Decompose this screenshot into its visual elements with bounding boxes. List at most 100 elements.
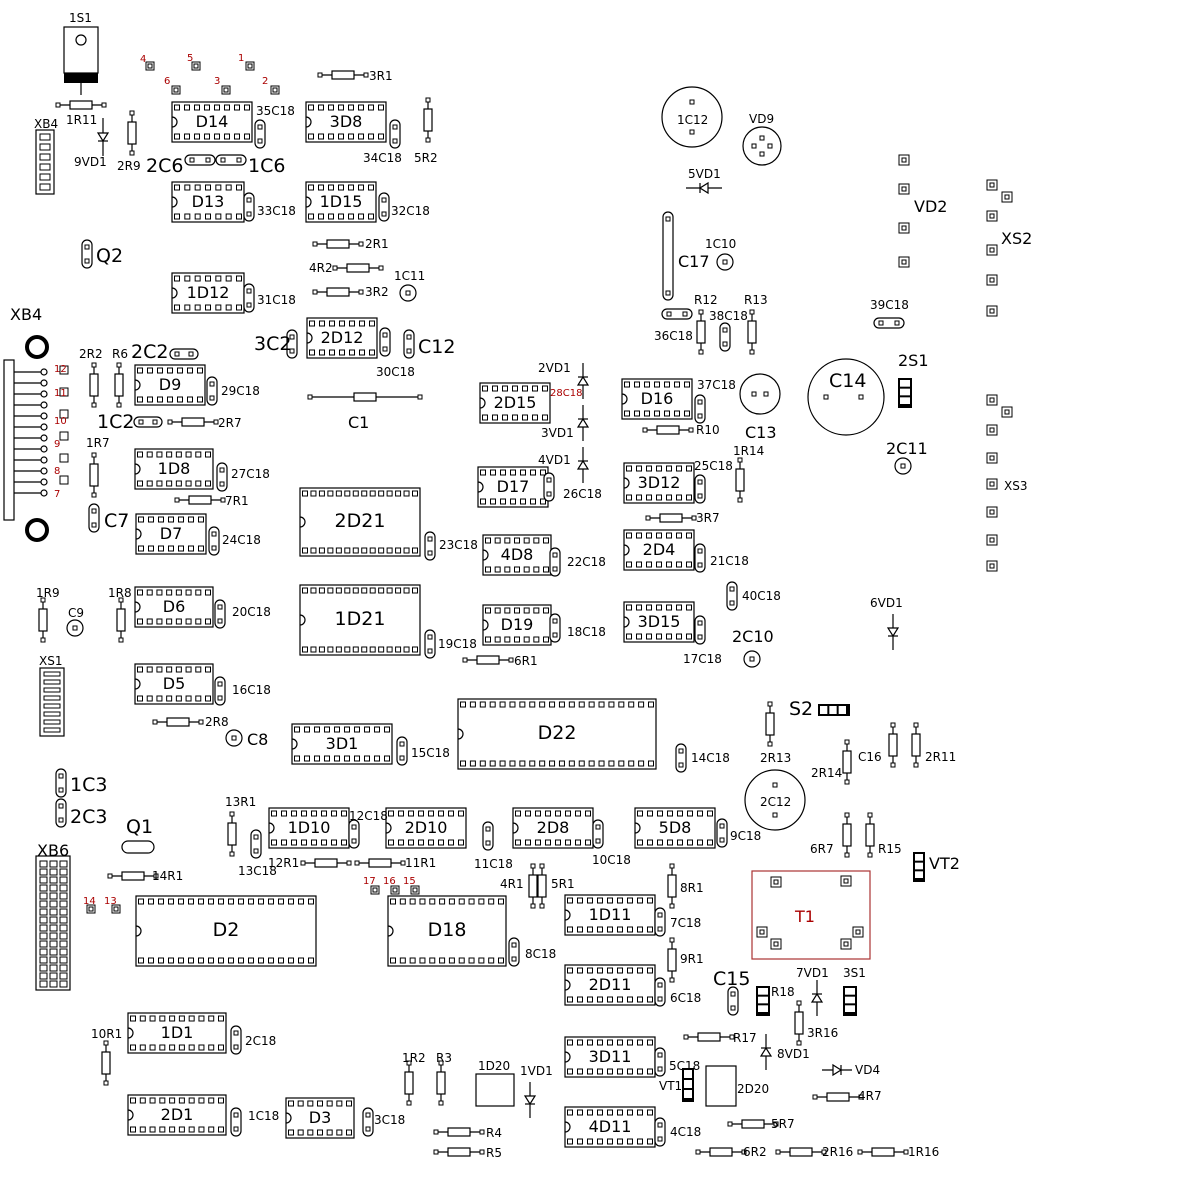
label-7r1: 7R1 xyxy=(225,494,249,508)
resistor xyxy=(332,263,384,273)
capacitor xyxy=(286,329,298,359)
electrolytic-capacitor xyxy=(807,358,885,436)
resistor xyxy=(404,1060,414,1106)
label-37c18: 37C18 xyxy=(697,378,736,392)
chip-label: 4D11 xyxy=(589,1117,632,1136)
label-1c3: 1C3 xyxy=(70,774,107,796)
label-4r7: 4R7 xyxy=(858,1089,882,1103)
chip-4d8: 4D8 xyxy=(482,534,552,576)
transformer-t1 xyxy=(751,870,871,960)
capacitor xyxy=(873,317,905,329)
label-4r1: 4R1 xyxy=(500,877,524,891)
chip-3d8: 3D8 xyxy=(305,101,387,143)
label-12c18: 12C18 xyxy=(349,809,388,823)
label-1s1: 1S1 xyxy=(69,11,92,25)
label-11r1: 11R1 xyxy=(405,856,436,870)
label-19c18: 19C18 xyxy=(438,637,477,651)
label-24c18: 24C18 xyxy=(222,533,261,547)
label-4vd1: 4VD1 xyxy=(538,453,571,467)
label-1c11: 1C11 xyxy=(394,269,425,283)
small-capacitor xyxy=(894,457,912,475)
label-27c18: 27C18 xyxy=(231,467,270,481)
label-2r13: 2R13 xyxy=(760,751,791,765)
capacitor xyxy=(243,283,255,313)
resistor xyxy=(857,1147,909,1157)
chip-label: 2D8 xyxy=(537,818,570,837)
chip-label: 2D11 xyxy=(589,975,632,994)
label-xb6: XB6 xyxy=(37,841,69,860)
diode xyxy=(686,181,722,195)
label-6vd1: 6VD1 xyxy=(870,596,903,610)
label-c17: C17 xyxy=(678,252,710,271)
label-c15: C15 xyxy=(713,968,750,990)
label-8r1: 8R1 xyxy=(680,881,704,895)
label-2r8: 2R8 xyxy=(205,715,229,729)
label-2c6: 2C6 xyxy=(146,155,183,177)
chip-label: 2D10 xyxy=(405,818,448,837)
capacitor xyxy=(55,768,67,798)
chip-2d15: 2D15 xyxy=(479,382,551,424)
label-9c18: 9C18 xyxy=(730,829,761,843)
label-vd2: VD2 xyxy=(914,197,947,216)
parts xyxy=(3,26,1013,1157)
capacitor xyxy=(403,329,415,359)
label-11c18: 11C18 xyxy=(474,857,513,871)
switch xyxy=(818,704,850,716)
capacitor xyxy=(216,462,228,492)
resistor xyxy=(812,1092,864,1102)
capacitor xyxy=(694,474,706,504)
label-9r1: 9R1 xyxy=(680,952,704,966)
label-r3: R3 xyxy=(436,1051,452,1065)
resistor xyxy=(683,1032,735,1042)
diode xyxy=(576,363,590,399)
capacitor xyxy=(543,472,555,502)
label-2s1: 2S1 xyxy=(898,351,929,370)
chip-2d1: 2D1 xyxy=(127,1094,227,1136)
label-xs1: XS1 xyxy=(39,654,62,668)
electrolytic-capacitor xyxy=(739,373,781,415)
resistor xyxy=(667,937,677,983)
chip-d13: D13 xyxy=(171,181,245,223)
chip-label: 2D1 xyxy=(161,1105,194,1124)
resistor xyxy=(775,1147,827,1157)
chip-d17: D17 xyxy=(477,466,549,508)
label-2r1: 2R1 xyxy=(365,237,389,251)
label-1c10: 1C10 xyxy=(705,237,736,251)
chip-label: D18 xyxy=(428,919,467,941)
chip-d3: D3 xyxy=(285,1097,355,1139)
capacitor xyxy=(214,676,226,706)
label-21c18: 21C18 xyxy=(710,554,749,568)
capacitor xyxy=(214,599,226,629)
chip-label: 3D1 xyxy=(326,734,359,753)
chip-label: 2D21 xyxy=(335,510,386,532)
chip-1d10: 1D10 xyxy=(268,807,350,849)
label-r13: R13 xyxy=(744,293,768,307)
diode xyxy=(810,980,824,1016)
resistor xyxy=(38,597,48,643)
label-8vd1: 8VD1 xyxy=(777,1047,810,1061)
label-1vd1: 1VD1 xyxy=(520,1064,553,1078)
chip-d19: D19 xyxy=(482,604,552,646)
label-1r11: 1R11 xyxy=(66,113,97,127)
switch xyxy=(756,986,770,1016)
resistor xyxy=(89,452,99,498)
resistor xyxy=(354,858,406,868)
switch xyxy=(682,1068,694,1102)
label-1r7: 1R7 xyxy=(86,436,110,450)
label-5c18: 5C18 xyxy=(669,1059,700,1073)
capacitor xyxy=(662,211,674,301)
resistor xyxy=(842,812,852,858)
chip-3d12: 3D12 xyxy=(623,462,695,504)
chip-label: 5D8 xyxy=(659,818,692,837)
label-4c18: 4C18 xyxy=(670,1125,701,1139)
capacitor xyxy=(184,154,216,166)
label-2r11: 2R11 xyxy=(925,750,956,764)
resistor xyxy=(436,1060,446,1106)
label-4r2: 4R2 xyxy=(309,261,333,275)
pin-header xyxy=(35,129,55,195)
resistor xyxy=(667,863,677,909)
capacitor xyxy=(719,322,731,352)
chip-d14: D14 xyxy=(171,101,253,143)
resistor xyxy=(735,457,745,503)
label-r6: R6 xyxy=(112,347,128,361)
